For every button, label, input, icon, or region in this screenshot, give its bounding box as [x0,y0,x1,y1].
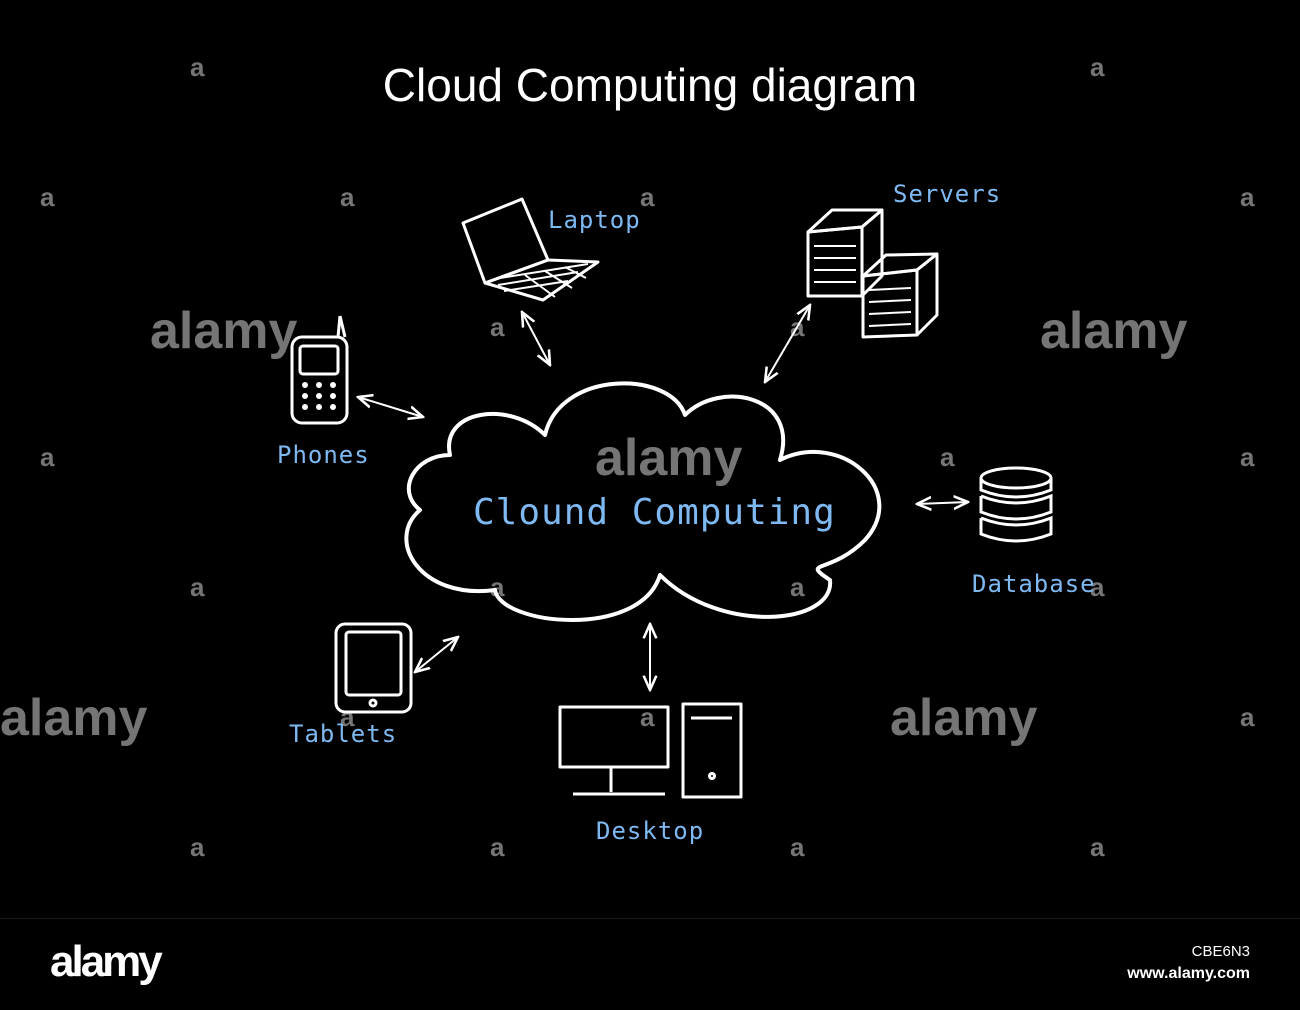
desktop-icon [558,702,743,799]
cloud-shape [404,381,882,622]
footer-url: www.alamy.com [1127,965,1250,982]
watermark-letter: a [790,572,805,602]
connector-layer [358,305,968,690]
phones-label: Phones [277,441,370,469]
database-icon [979,466,1053,543]
watermark-text: alamy [150,302,298,360]
watermark-letter: a [1240,702,1255,732]
diagram-drawing: alamy alamy alamy alamy alamy a a a a a … [0,52,1255,862]
watermark-letter: a [40,182,55,212]
footer-bar: alamy CBE6N3 www.alamy.com [0,918,1300,1010]
server-icon [806,208,939,339]
watermark-letter: a [490,312,505,342]
watermark-letter: a [340,702,355,732]
tablet-icon [334,622,413,714]
laptop-icon [461,197,600,302]
phone-icon [290,315,349,425]
watermark-letter: a [1090,832,1105,862]
database-label: Database [972,570,1096,598]
watermark-text: alamy [1040,302,1188,360]
image-id: CBE6N3 [1191,943,1250,960]
watermark-letter: a [190,572,205,602]
watermark-layer: alamy alamy alamy alamy alamy [0,302,1188,747]
diagram-title: Cloud Computing diagram [382,59,918,111]
watermark-letter: a [490,572,505,602]
watermark-letter: a [640,182,655,212]
watermark-letter: a [190,52,205,82]
edge-tablets [415,637,458,672]
edge-phones [358,397,423,417]
edge-servers [765,305,810,382]
watermark-text: alamy [890,689,1038,747]
watermark-letter: a [190,832,205,862]
watermark-letter: a [490,832,505,862]
watermark-letter: a [940,442,955,472]
watermark-letter: a [1240,182,1255,212]
desktop-label: Desktop [596,817,705,845]
watermark-text: alamy [0,689,148,747]
servers-label: Servers [893,180,1002,208]
watermark-letter: a [1090,572,1105,602]
edge-database [917,502,968,504]
watermark-letter: a [1240,442,1255,472]
laptop-label: Laptop [548,206,641,234]
tablets-label: Tablets [289,720,398,748]
footer-logo: alamy [50,937,163,986]
watermark-letter: a [1090,52,1105,82]
edge-laptop [522,312,550,365]
watermark-letter: a [640,702,655,732]
watermark-letter: a [790,832,805,862]
cloud-label: Clound Computing [473,492,836,533]
watermark-letter: a [40,442,55,472]
watermark-text: alamy [595,429,743,487]
watermark-letter: a [340,182,355,212]
